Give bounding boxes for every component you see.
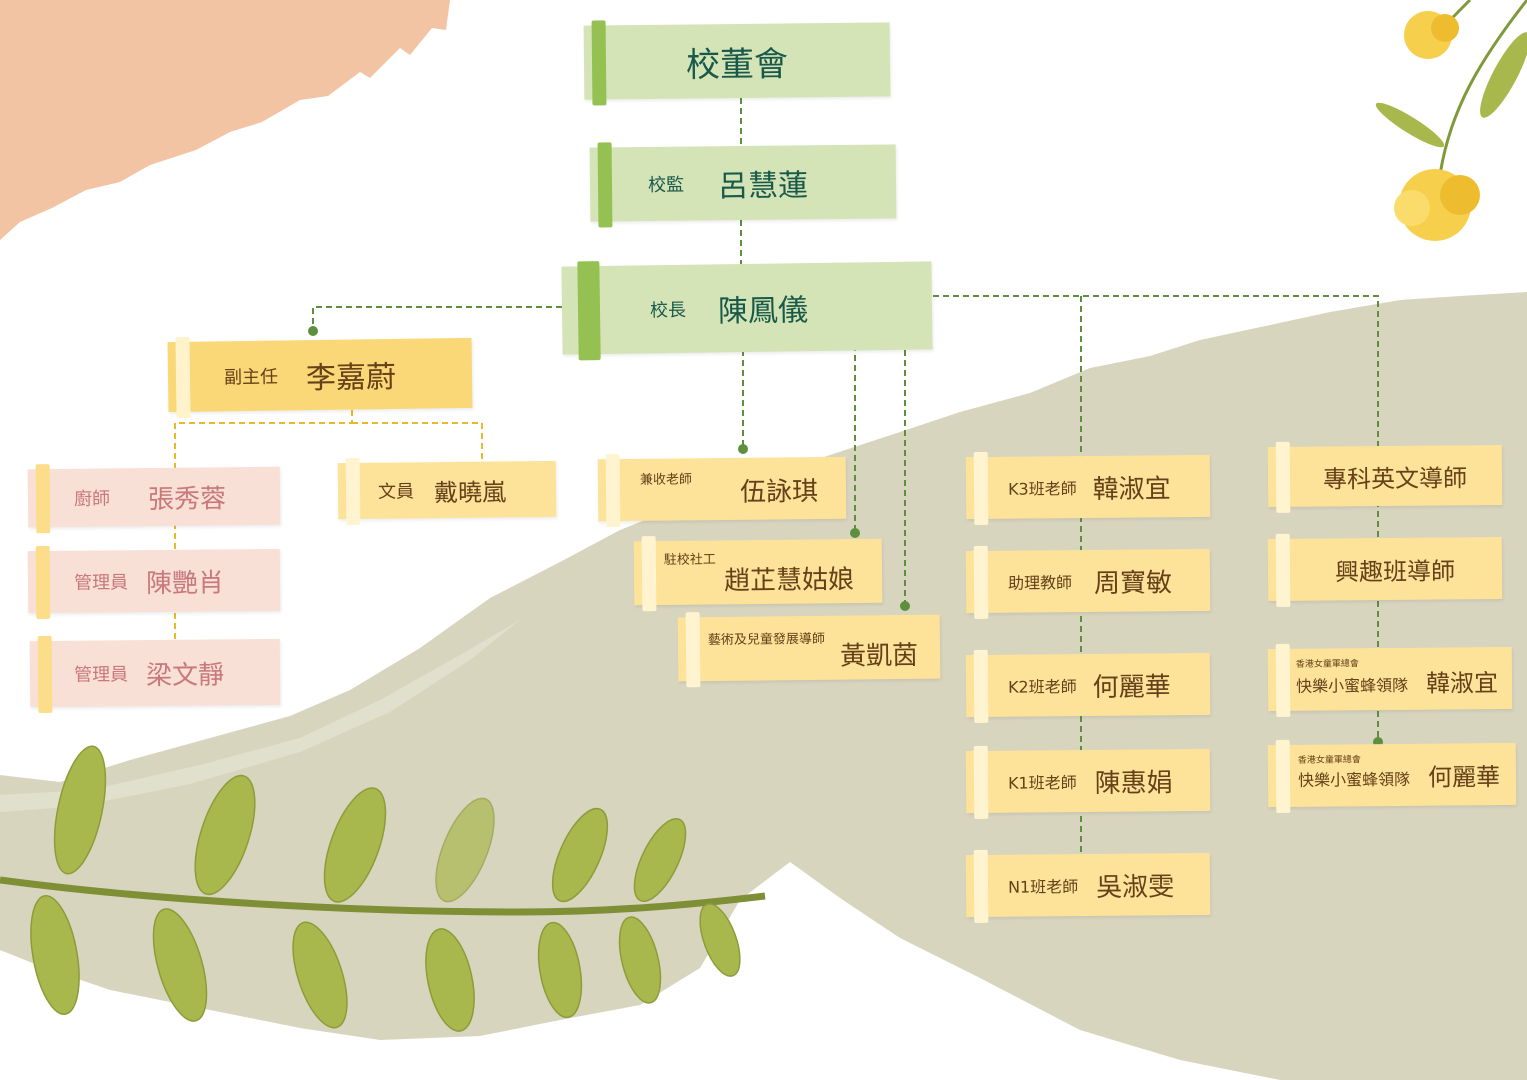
special-staff-box-1: 兼收老師 伍詠琪 — [597, 454, 847, 528]
class-teacher-title: K3班老師 — [1007, 479, 1077, 499]
tape-tab — [597, 142, 613, 228]
support-staff-box-1: 廚師 張秀蓉 — [27, 464, 281, 534]
flower-sprig — [1375, 0, 1527, 241]
class-teacher-box-3: K2班老師 何麗華 — [965, 649, 1211, 723]
brownies-leader-box-2: 香港女童軍總會 快樂小蜜蜂領隊 何麗華 — [1267, 739, 1517, 814]
class-teacher-name: 陳惠娟 — [1094, 767, 1173, 799]
special-staff-name: 趙芷慧姑娘 — [723, 564, 855, 597]
deputy-name: 李嘉蔚 — [305, 359, 397, 397]
tape-tab — [175, 336, 191, 419]
gold-connectors — [174, 410, 483, 698]
class-teacher-title: K2班老師 — [1007, 677, 1077, 697]
support-staff-box-2: 管理員 陳艷肖 — [27, 545, 281, 620]
brownies-org: 香港女童軍總會 — [1297, 755, 1361, 766]
clerk-box: 文員 戴曉嵐 — [337, 457, 557, 526]
support-staff-name: 陳艷肖 — [145, 567, 225, 599]
tape-tab — [1275, 643, 1291, 717]
brownies-org: 香港女童軍總會 — [1295, 659, 1359, 670]
support-staff-box-3: 管理員 梁文靜 — [29, 635, 281, 714]
support-staff-name: 梁文靜 — [145, 659, 225, 691]
tape-tab — [591, 20, 607, 106]
tape-tab — [1275, 533, 1291, 607]
tape-tab — [641, 536, 657, 612]
support-staff-title: 廚師 — [73, 488, 111, 510]
tape-tab — [35, 464, 51, 534]
class-teacher-box-4: K1班老師 陳惠娟 — [965, 745, 1211, 819]
tape-tab — [1275, 739, 1291, 814]
class-teacher-box-5: N1班老師 吳淑雯 — [965, 849, 1211, 923]
tape-tab — [35, 545, 51, 620]
tape-tab — [577, 261, 601, 361]
clerk-title: 文員 — [377, 481, 415, 503]
class-teacher-title: N1班老師 — [1007, 877, 1079, 897]
tape-tab — [973, 649, 989, 723]
english-tutor-label: 專科英文導師 — [1322, 463, 1468, 494]
clerk-name: 戴曉嵐 — [433, 477, 507, 507]
tape-tab — [973, 745, 989, 819]
class-teacher-name: 吳淑雯 — [1096, 871, 1175, 903]
tape-tab — [605, 454, 621, 528]
special-staff-box-3: 藝術及兒童發展導師 黃凱茵 — [677, 612, 941, 688]
special-staff-title: 藝術及兒童發展導師 — [707, 631, 826, 649]
tape-tab — [973, 545, 989, 619]
special-staff-name: 伍詠琪 — [739, 476, 819, 508]
special-staff-title: 駐校社工 — [663, 552, 716, 568]
supervisor-box: 校監 呂慧蓮 — [589, 142, 897, 228]
kraft-paper-corner — [0, 0, 450, 240]
board-label: 校董會 — [685, 43, 789, 86]
supervisor-title: 校監 — [647, 174, 685, 196]
class-teacher-title: K1班老師 — [1007, 773, 1077, 793]
supervisor-name: 呂慧蓮 — [717, 168, 809, 205]
brownies-title: 快樂小蜜蜂領隊 — [1297, 769, 1411, 790]
brownies-name: 韓淑宜 — [1425, 669, 1499, 698]
principal-name: 陳鳳儀 — [717, 293, 809, 330]
class-teacher-box-1: K3班老師 韓淑宜 — [965, 451, 1211, 525]
deputy-title: 副主任 — [223, 366, 279, 389]
class-teacher-name: 何麗華 — [1092, 671, 1171, 703]
class-teacher-name: 周寶敏 — [1093, 567, 1173, 599]
vine-branch — [0, 745, 766, 1032]
brownies-leader-box-1: 香港女童軍總會 快樂小蜜蜂領隊 韓淑宜 — [1267, 643, 1513, 717]
class-teacher-title: 助理教師 — [1007, 573, 1073, 593]
brownies-title: 快樂小蜜蜂領隊 — [1295, 675, 1409, 696]
principal-title: 校長 — [649, 299, 687, 322]
principal-box: 校長 陳鳳儀 — [561, 261, 933, 361]
english-tutor-box: 專科英文導師 — [1267, 441, 1503, 513]
deputy-box: 副主任 李嘉蔚 — [167, 336, 473, 419]
tape-tab — [37, 635, 53, 714]
class-teacher-name: 韓淑宜 — [1092, 473, 1171, 505]
support-staff-name: 張秀蓉 — [147, 483, 227, 515]
special-staff-title: 兼收老師 — [639, 472, 692, 488]
special-staff-name: 黃凱茵 — [839, 640, 919, 672]
support-staff-title: 管理員 — [73, 664, 129, 686]
tape-tab — [973, 451, 989, 525]
board-box: 校董會 — [583, 20, 891, 106]
brownies-name: 何麗華 — [1427, 763, 1501, 792]
class-teacher-box-2: 助理教師 周寶敏 — [965, 545, 1211, 619]
interest-tutor-label: 興趣班導師 — [1334, 556, 1456, 586]
support-staff-title: 管理員 — [73, 572, 129, 594]
interest-tutor-box: 興趣班導師 — [1267, 533, 1503, 607]
tape-tab — [345, 457, 361, 526]
special-staff-box-2: 駐校社工 趙芷慧姑娘 — [633, 536, 883, 612]
tape-tab — [973, 849, 989, 923]
torn-paper-highlight — [0, 620, 520, 812]
tape-tab — [1275, 441, 1291, 513]
tape-tab — [685, 612, 701, 688]
